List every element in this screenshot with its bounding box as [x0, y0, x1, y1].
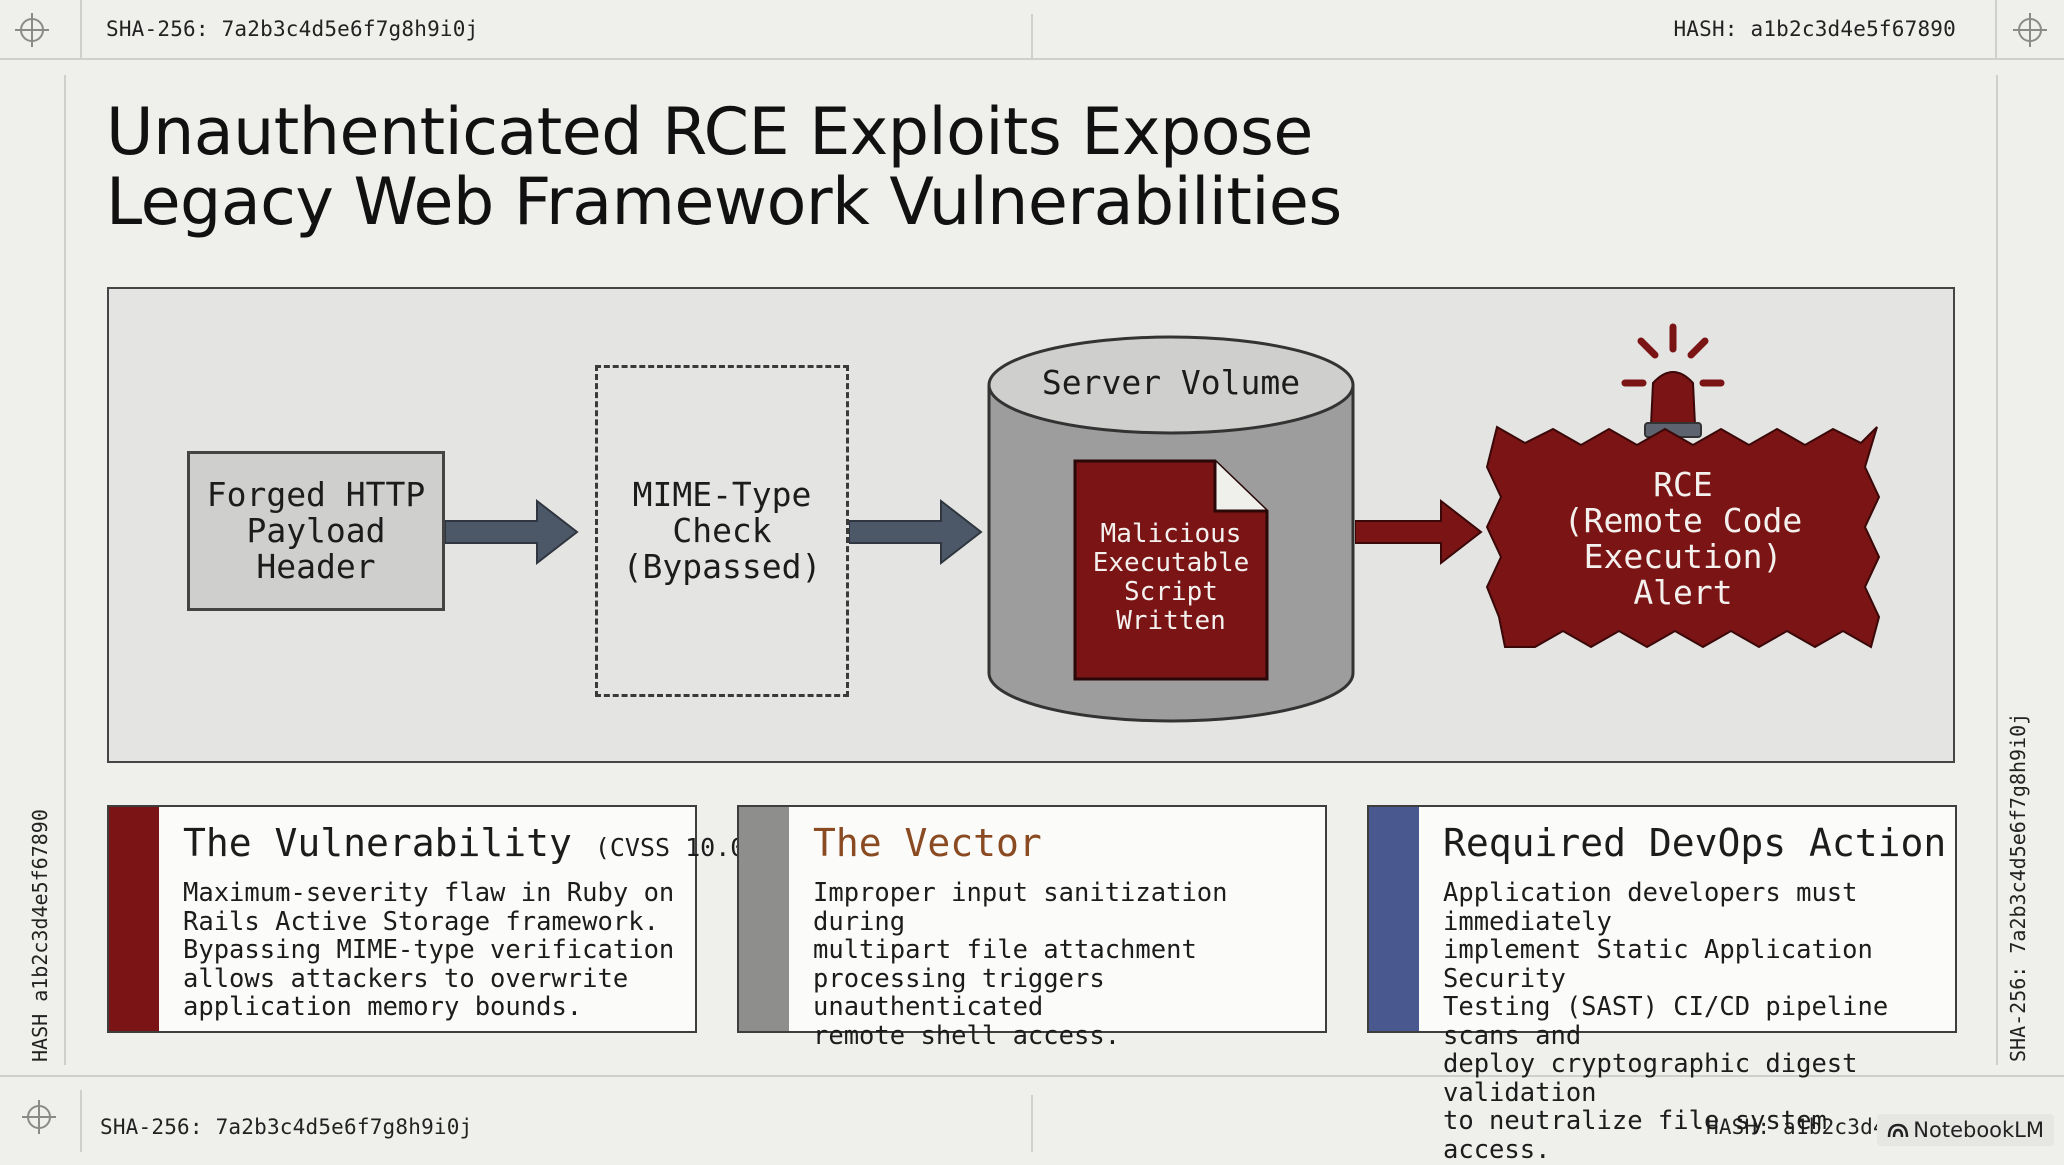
malicious-file-label: Malicious Executable Script Written — [1092, 519, 1250, 636]
card-accent-bar — [109, 807, 159, 1031]
bottom-divider-mid — [1031, 1095, 1033, 1152]
right-rule — [1996, 75, 1998, 1065]
notebooklm-logo-icon — [1888, 1123, 1909, 1138]
attack-flow-diagram: Forged HTTP Payload Header MIME-Type Che… — [107, 287, 1955, 763]
title-line-1: Unauthenticated RCE Exploits Expose — [106, 95, 1313, 170]
bottom-rule — [0, 1075, 2064, 1077]
flow-arrow-icon — [849, 498, 983, 566]
card-heading: The Vector — [813, 821, 1042, 865]
rce-alert-starburst-icon — [1485, 425, 1881, 649]
crosshair-icon — [2013, 13, 2047, 47]
top-divider-mid — [1031, 14, 1033, 58]
vulnerability-card: The Vulnerability (CVSS 10.0) Maximum-se… — [107, 805, 760, 1033]
crosshair-icon — [15, 13, 49, 47]
bottom-divider-left — [80, 1090, 82, 1152]
forged-payload-box: Forged HTTP Payload Header — [187, 451, 445, 611]
card-heading: Required DevOps Action — [1443, 821, 1947, 865]
card-accent-bar — [739, 807, 789, 1031]
page-title: Unauthenticated RCE Exploits Expose Lega… — [106, 98, 1406, 238]
title-line-2: Legacy Web Framework Vulnerabilities — [106, 165, 1342, 240]
top-rule — [0, 58, 2064, 60]
left-side-hash: HASH a1b2c3d4e5f67890 — [28, 809, 52, 1062]
crosshair-icon — [22, 1100, 56, 1134]
card-body: Maximum-severity flaw in Ruby on Rails A… — [183, 878, 675, 1022]
card-body: Application developers must immediately … — [1443, 878, 1889, 1165]
left-rule — [64, 75, 66, 1065]
notebooklm-badge[interactable]: NotebookLM — [1877, 1114, 2054, 1146]
footer-sha-hash: SHA-256: 7a2b3c4d5e6f7g8h9i0j — [100, 1115, 473, 1139]
card-heading-text: The Vulnerability — [183, 821, 572, 865]
server-volume-label: Server Volume — [1041, 363, 1301, 402]
card-accent-bar — [1369, 807, 1419, 1031]
rce-alert-label: RCE (Remote Code Execution) Alert — [1563, 465, 1803, 612]
badge-label: NotebookLM — [1913, 1118, 2044, 1142]
red-flow-arrow-icon — [1355, 498, 1483, 566]
header-sha-hash: SHA-256: 7a2b3c4d5e6f7g8h9i0j — [106, 17, 479, 41]
flow-arrow-icon — [445, 498, 579, 566]
mime-check-box: MIME-Type Check (Bypassed) — [595, 365, 849, 697]
right-side-hash: SHA-256: 7a2b3c4d5e6f7g8h9i0j — [2006, 712, 2030, 1062]
devops-action-card: Required DevOps Action Application devel… — [1367, 805, 1957, 1164]
vector-card: The Vector Improper input sanitization d… — [737, 805, 1327, 1050]
top-divider-right — [1995, 0, 1997, 58]
malicious-file-icon — [1073, 459, 1269, 681]
cvss-score-label: (CVSS 10.0) — [594, 833, 761, 862]
footer-hash: HASH: a1b2c3d4e5 — [1706, 1115, 1912, 1139]
top-divider-left — [80, 0, 82, 58]
siren-alarm-icon — [1621, 323, 1725, 438]
card-heading: The Vulnerability (CVSS 10.0) — [183, 821, 760, 865]
header-hash: HASH: a1b2c3d4e5f67890 — [1673, 17, 1956, 41]
card-body: Improper input sanitization during multi… — [813, 878, 1228, 1051]
